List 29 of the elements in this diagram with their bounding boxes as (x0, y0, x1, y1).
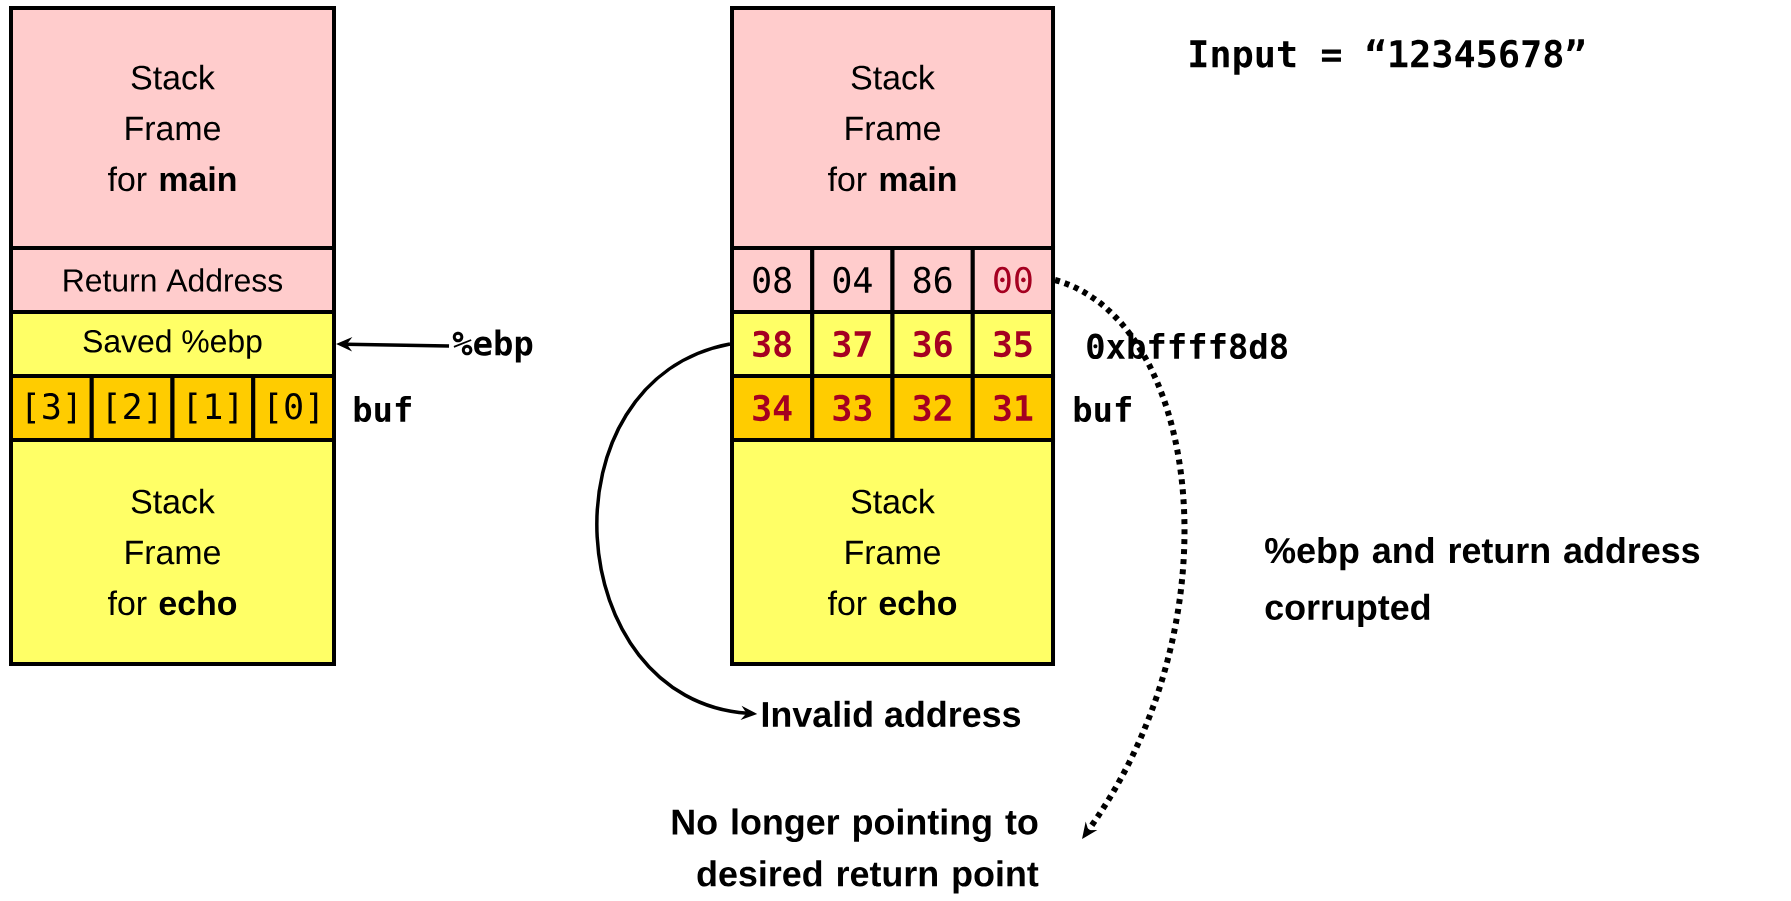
byte-cell: 34 (730, 374, 815, 442)
register-label: %ebp (452, 329, 533, 363)
byte-cell: 32 (890, 374, 975, 442)
stack-frame-box: Stack Frame for main (730, 6, 1055, 250)
byte-cell: 37 (810, 310, 895, 378)
byte-cell: [3] (9, 374, 94, 442)
byte-cell: 08 (730, 246, 815, 314)
byte-cell: 31 (970, 374, 1055, 442)
byte-cell: 38 (730, 310, 815, 378)
note-text: %ebp and return address corrupted (1265, 536, 1700, 628)
stack-slot: Saved %ebp (9, 310, 336, 378)
byte-cell: 33 (810, 374, 895, 442)
callout-text: No longer pointing to desired return point (672, 808, 1039, 894)
address-label: 0xbffff8d8 (1087, 332, 1287, 360)
stack-slot: Return Address (9, 246, 336, 314)
byte-cell: 04 (810, 246, 895, 314)
input-label: Input = “12345678” (1190, 39, 1584, 75)
buf-label: buf (354, 395, 411, 423)
byte-cell: [1] (170, 374, 256, 442)
callout-text: Invalid address (762, 700, 1021, 728)
stack-frame-box: Stack Frame for echo (9, 438, 336, 666)
byte-cell: [2] (89, 374, 175, 442)
buf-label: buf (1074, 395, 1131, 423)
stack-frame-box: Stack Frame for echo (730, 438, 1055, 666)
byte-cell: 36 (890, 310, 975, 378)
byte-cell: 35 (970, 310, 1055, 378)
byte-cell: [0] (251, 374, 336, 442)
byte-cell: 00 (970, 246, 1055, 314)
byte-cell: 86 (890, 246, 975, 314)
